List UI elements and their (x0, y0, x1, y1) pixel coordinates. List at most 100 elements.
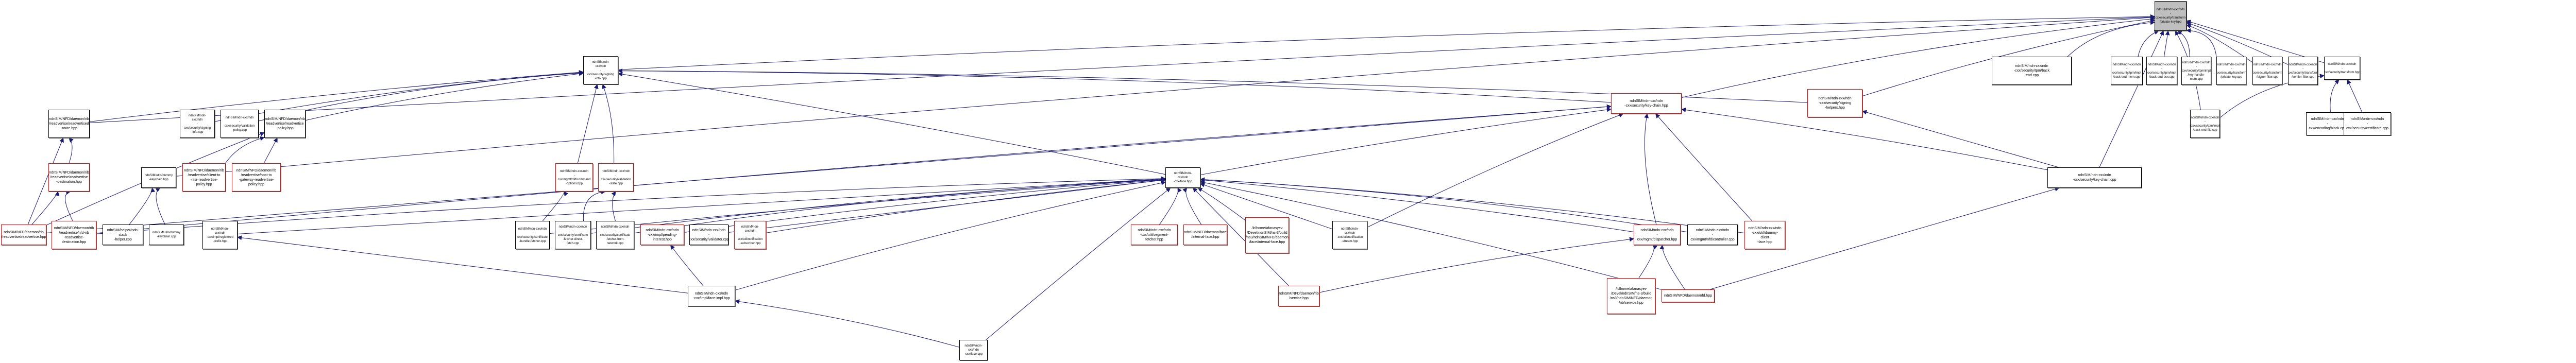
edge-rib-service-to-dispatcher (1319, 237, 1634, 293)
graph-node-verifier-filter[interactable]: ndnSIM/ndn-cxx/ndn -cxx/security/transfo… (2288, 57, 2318, 85)
edge-readvertise-hpp-to-readvertised-route (27, 137, 64, 225)
graph-node-signing-helpers-hpp[interactable]: ndnSIM/ndn-cxx/ndn -cxx/security/signing… (1807, 89, 1862, 117)
edge-signer-filter-to-root (2186, 24, 2253, 63)
edge-nfd-rib-readvertise-destination-to-readvertise-destination (65, 190, 73, 221)
edge-notification-subscriber-to-face-hpp (766, 178, 1166, 233)
edge-face-hpp-to-signing-info-hpp (618, 72, 1166, 175)
edge-client-to-nlsr-to-readvertise-policy (225, 136, 265, 164)
graph-node-notification-stream[interactable]: ndnSIM/ndn-cxx/ndn -cxx/util/notificatio… (1332, 221, 1367, 249)
edge-back-end-mem-to-root (2138, 30, 2159, 57)
edge-registered-prefix-to-face-hpp (237, 177, 1166, 234)
graph-node-tpm-back-end-cpp[interactable]: ndnSIM/ndn-cxx/ndn -cxx/security/tpm/bac… (1992, 57, 2072, 85)
edge-build-rib-service-to-dispatcher (1638, 245, 1658, 279)
edge-certificate-fetcher-from-network-to-validation-state (611, 191, 616, 221)
graph-node-key-handle-mem[interactable]: ndnSIM/ndn-cxx/ndn -cxx/security/tpm/imp… (2181, 57, 2211, 85)
graph-node-transform-hpp[interactable]: ndnSIM/ndn-cxx/ndn -cxx/security/transfo… (2324, 57, 2360, 80)
graph-node-client-to-nlsr[interactable]: ndnSIM/NFD/daemon/rib /readvertise/clien… (182, 163, 226, 192)
graph-node-controller-cpp[interactable]: ndnSIM/ndn-cxx/ndn -cxx/mgmt/nfd/control… (1687, 224, 1738, 245)
edge-key-chain-hpp-to-signing-info-hpp (618, 68, 1612, 103)
edge-dispatcher-to-face-hpp (1200, 178, 1634, 233)
graph-node-internal-face[interactable]: ndnSIM/NFD/daemon/face /internal-face.hp… (1183, 224, 1227, 245)
graph-node-back-end-osx[interactable]: ndnSIM/ndn-cxx/ndn -cxx/security/tpm/imp… (2146, 57, 2177, 85)
graph-node-ndn-stack-helper[interactable]: ndnSIM/helper/ndn-stack -helper.cpp (103, 224, 143, 245)
edge-key-chain-cpp-to-signing-helpers-hpp (1862, 110, 2059, 168)
graph-node-validator-cpp[interactable]: ndnSIM/ndn-cxx/ndn -cxx/security/validat… (689, 224, 729, 245)
graph-node-validation-state[interactable]: ndnSIM/ndn-cxx/ndn -cxx/security/validat… (598, 163, 634, 192)
graph-node-readvertised-route[interactable]: ndnSIM/NFD/daemon/rib /readvertise/readv… (48, 110, 90, 138)
edge-readvertise-policy-to-signing-info-hpp (305, 71, 584, 121)
graph-node-key-chain-cpp[interactable]: ndnSIM/ndn-cxx/ndn -cxx/security/key-cha… (2047, 167, 2142, 188)
graph-node-signing-info-cpp[interactable]: ndnSIM/ndn-cxx/ndn -cxx/security/signing… (180, 110, 215, 138)
edge-key-chain-cpp-to-key-chain-hpp (1681, 107, 2048, 170)
graph-node-certificate-fetcher-from-network[interactable]: ndnSIM/ndn-cxx/ndn -cxx/security/certifi… (596, 221, 634, 249)
edge-dummy-keychain-cpp-to-dummy-keychain-hpp (155, 187, 165, 225)
graph-node-rib-service[interactable]: ndnSIM/NFD/daemon/rib /service.hpp (1278, 286, 1319, 306)
edge-dummy-client-face-to-face-hpp (1200, 177, 1745, 234)
graph-node-readvertise-policy[interactable]: ndnSIM/NFD/daemon/rib /readvertise/readv… (264, 110, 306, 138)
graph-node-nfd-hpp[interactable]: ndnSIM/NFD/daemon/nfd.hpp (1662, 289, 1715, 302)
edge-build-internal-face-to-face-hpp (1197, 187, 1246, 221)
edge-private-key-cpp-to-root (2186, 28, 2217, 58)
edge-dummy-client-face-to-key-chain-hpp (1655, 113, 1753, 221)
edge-readvertised-route-to-signing-info-hpp (89, 70, 584, 122)
edge-certificate-fetcher-direct-fetch-to-validation-state (583, 189, 606, 221)
graph-node-registered-prefix[interactable]: ndnSIM/ndn-cxx/ndn -cxx/impl/registered … (202, 221, 238, 249)
edge-nfd-rib-readvertise-destination-to-face-hpp (96, 176, 1166, 234)
edge-key-chain-cpp-to-root (2099, 30, 2164, 168)
edge-block-cpp-to-transform-hpp (2330, 79, 2340, 113)
graph-node-face-impl[interactable]: ndnSIM/ndn-cxx/ndn -cxx/impl/face-impl.h… (688, 286, 735, 306)
edge-internal-face-to-face-hpp (1182, 187, 1202, 225)
graph-node-key-chain-hpp[interactable]: ndnSIM/ndn-cxx/ndn -cxx/security/key-cha… (1611, 93, 1682, 114)
edge-nfd-hpp-to-face-hpp (1200, 180, 1662, 290)
graph-node-dummy-keychain-hpp[interactable]: ndnSIM/utils/dummy -keychain.hpp (141, 167, 176, 188)
graph-node-face-cpp[interactable]: ndnSIM/ndn-cxx/ndn -cxx/face.cpp (959, 340, 988, 360)
graph-node-certificate-fetcher-direct-fetch[interactable]: ndnSIM/ndn-cxx/ndn -cxx/security/certifi… (555, 221, 591, 249)
graph-node-certificate-cpp[interactable]: ndnSIM/ndn-cxx/ndn -cxx/security/certifi… (2344, 112, 2391, 135)
graph-node-dummy-client-face[interactable]: ndnSIM/ndn-cxx/ndn -cxx/util/dummy-clien… (1744, 221, 1785, 249)
graph-node-dummy-keychain-cpp[interactable]: ndnSIM/utils/dummy -keychain.cpp (149, 224, 184, 245)
graph-node-block-cpp[interactable]: ndnSIM/ndn-cxx/ndn -cxx/encoding/block.c… (2306, 112, 2349, 135)
graph-node-dispatcher[interactable]: ndnSIM/ndn-cxx/ndn -cxx/mgmt/dispatcher.… (1634, 224, 1681, 245)
edge-readvertise-destination-to-readvertised-route (69, 137, 74, 164)
edge-notification-stream-to-key-chain-hpp (1367, 113, 1624, 228)
graph-node-face-hpp[interactable]: ndnSIM/ndn-cxx/ndn -cxx/face.hpp (1165, 167, 1200, 188)
graph-node-certificate-bundle-fetcher[interactable]: ndnSIM/ndn-cxx/ndn -cxx/security/certifi… (515, 221, 550, 249)
graph-node-signing-info-hpp[interactable]: ndnSIM/ndn-cxx/ndn -cxx/security/signing… (583, 56, 618, 84)
graph-node-readvertise-destination[interactable]: ndnSIM/NFD/daemon/rib /readvertise/readv… (48, 163, 90, 192)
graph-node-pending-interest[interactable]: ndnSIM/ndn-cxx/ndn -cxx/impl/pending-int… (640, 224, 684, 245)
graph-node-notification-subscriber[interactable]: ndnSIM/ndn-cxx/ndn -cxx/util/notificatio… (734, 221, 766, 249)
edge-rib-service-to-face-hpp (1192, 187, 1289, 286)
graph-node-readvertise-hpp[interactable]: ndnSIM/NFD/daemon/rib /readvertise/readv… (1, 224, 46, 245)
edge-host-to-gateway-to-readvertise-policy (263, 137, 278, 164)
edge-face-cpp-to-face-hpp (986, 187, 1171, 340)
graph-node-signer-filter[interactable]: ndnSIM/ndn-cxx/ndn -cxx/security/transfo… (2252, 57, 2282, 85)
edge-key-chain-hpp-to-root (1681, 16, 2155, 98)
graph-node-private-key-cpp[interactable]: ndnSIM/ndn-cxx/ndn -cxx/security/transfo… (2216, 57, 2246, 85)
edge-segment-fetcher-to-face-hpp (1159, 187, 1182, 225)
edge-readvertised-route-to-root (89, 14, 2155, 123)
edge-dummy-keychain-hpp-to-root (176, 15, 2155, 177)
edge-face-impl-to-registered-prefix (237, 235, 688, 293)
graph-node-back-end-file[interactable]: ndnSIM/ndn-cxx/ndn -cxx/security/tpm/imp… (2190, 110, 2220, 138)
edge-key-handle-mem-to-root (2177, 30, 2190, 57)
edge-nfd-rib-readvertise-destination-to-key-chain-hpp (96, 104, 1612, 234)
graph-node-nfd-rib-readvertise-destination[interactable]: ndnSIM/NFD/daemon/rib /readvertise/nfd-r… (52, 221, 96, 249)
edge-face-cpp-to-face-impl (735, 299, 960, 348)
graph-node-back-end-mem[interactable]: ndnSIM/ndn-cxx/ndn -cxx/security/tpm/imp… (2111, 57, 2143, 85)
graph-node-command-options[interactable]: ndnSIM/ndn-cxx/ndn -cxx/mgmt/nfd/command… (555, 163, 593, 192)
edge-certificate-fetcher-from-network-to-face-hpp (634, 177, 1166, 234)
edge-face-impl-to-pending-interest (670, 245, 704, 286)
edge-face-hpp-to-key-chain-hpp (1200, 107, 1612, 176)
graph-node-segment-fetcher[interactable]: ndnSIM/ndn-cxx/ndn -cxx/util/segment-fet… (1131, 224, 1178, 245)
edge-back-end-osx-to-root (2163, 30, 2170, 57)
edge-signing-helpers-hpp-to-root (1862, 19, 2155, 97)
graph-node-root[interactable]: ndnSIM/ndn-cxx/ndn -cxx/security/transfo… (2155, 1, 2187, 31)
graph-node-validation-policy-cpp[interactable]: ndnSIM/ndn-cxx/ndn -cxx/security/validat… (221, 110, 259, 138)
edge-dispatcher-to-key-chain-hpp (1644, 113, 1657, 225)
edge-tpm-back-end-cpp-to-root (2067, 20, 2155, 57)
graph-node-build-rib-service[interactable]: /lclhome/afanasyev /Devel/ndnSIM/ns-3/bu… (1607, 278, 1655, 314)
graph-node-build-internal-face[interactable]: /lclhome/afanasyev /Devel/ndnSIM/ns-3/bu… (1245, 217, 1289, 253)
graph-node-host-to-gateway[interactable]: ndnSIM/NFD/daemon/rib /readvertise/host-… (232, 163, 281, 192)
edge-notification-stream-to-face-hpp (1200, 183, 1333, 230)
